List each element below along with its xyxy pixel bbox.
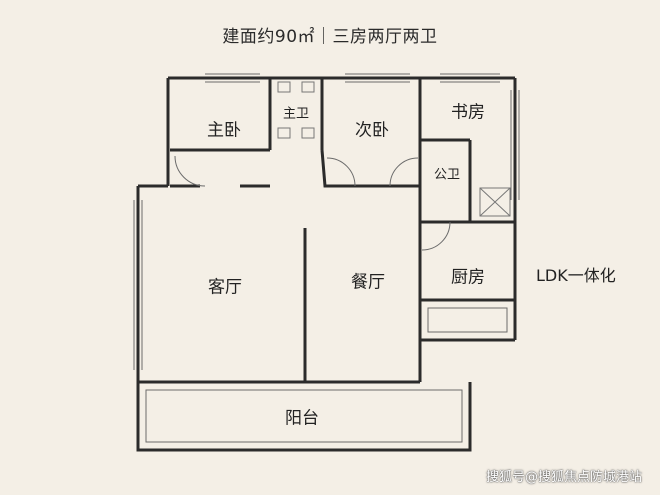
watermark: 搜狐号@搜狐焦点防城港站 [485, 470, 642, 485]
shaft-cross [479, 187, 511, 217]
top-window-2 [345, 73, 410, 83]
kitchen-door-arc [421, 221, 451, 251]
second-bed-bottom [320, 149, 420, 188]
bath-fixture-3 [277, 127, 291, 139]
bath-fixture-4 [301, 127, 315, 139]
label-dining-room: 餐厅 [351, 272, 385, 293]
label-balcony: 阳台 [285, 408, 319, 429]
bath-fixture-1 [277, 81, 291, 93]
label-second-bedroom: 次卧 [355, 120, 389, 141]
balcony-inner [145, 389, 463, 443]
top-window-1 [205, 73, 260, 83]
balcony-outline [136, 382, 472, 452]
right-window [510, 90, 520, 200]
label-kitchen: 厨房 [451, 267, 485, 288]
top-window-3 [440, 73, 500, 83]
label-study: 书房 [451, 102, 485, 123]
master-door-arc [174, 155, 206, 187]
second-door-arc-2 [389, 157, 419, 187]
label-living-room: 客厅 [208, 277, 242, 298]
label-master-bath: 主卫 [282, 106, 310, 122]
bath-fixture-2 [301, 81, 315, 93]
label-public-bath: 公卫 [433, 167, 461, 183]
left-window [133, 200, 143, 370]
shaft-box [479, 187, 511, 217]
label-master-bedroom: 主卧 [207, 120, 241, 141]
kitchen-counter [427, 307, 508, 333]
ldk-note: LDK一体化 [536, 266, 616, 285]
second-door-arc-1 [326, 157, 356, 187]
plan-title: 建面约90㎡｜三房两厅两卫 [222, 27, 438, 47]
